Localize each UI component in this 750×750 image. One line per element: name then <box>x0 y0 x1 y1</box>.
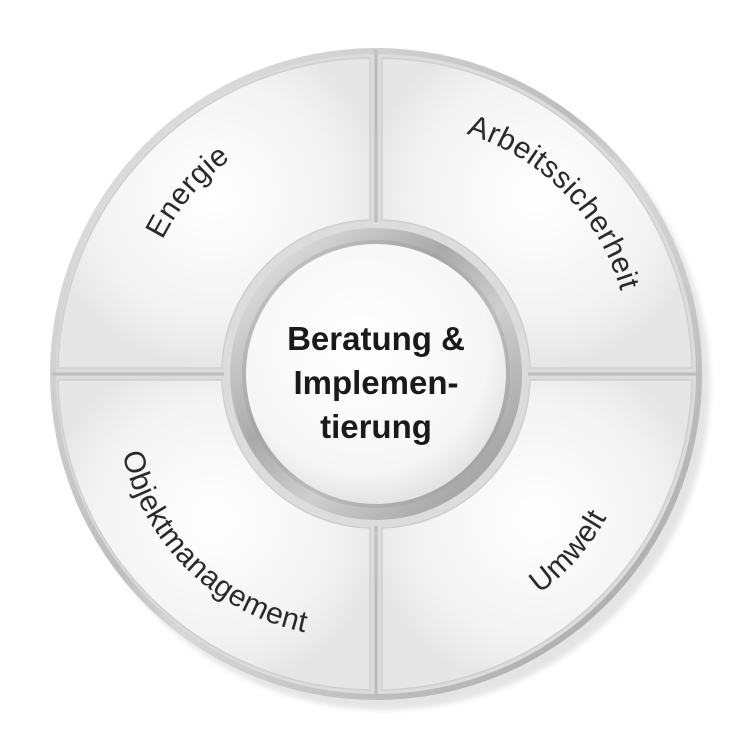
center-line-1: Beratung & <box>287 320 465 357</box>
segment-umwelt[interactable] <box>381 379 693 691</box>
separators <box>52 50 700 698</box>
center-disc[interactable] <box>246 244 506 504</box>
center-line-3: tierung <box>320 408 432 445</box>
segment-arbeitssicherheit[interactable] <box>381 57 693 369</box>
segment-objektmanagement[interactable] <box>57 379 371 691</box>
center-line-2: Implemen- <box>293 364 458 401</box>
center-title: Beratung & Implemen- tierung <box>287 320 465 445</box>
segment-energie[interactable] <box>57 57 371 369</box>
segments <box>57 57 693 691</box>
